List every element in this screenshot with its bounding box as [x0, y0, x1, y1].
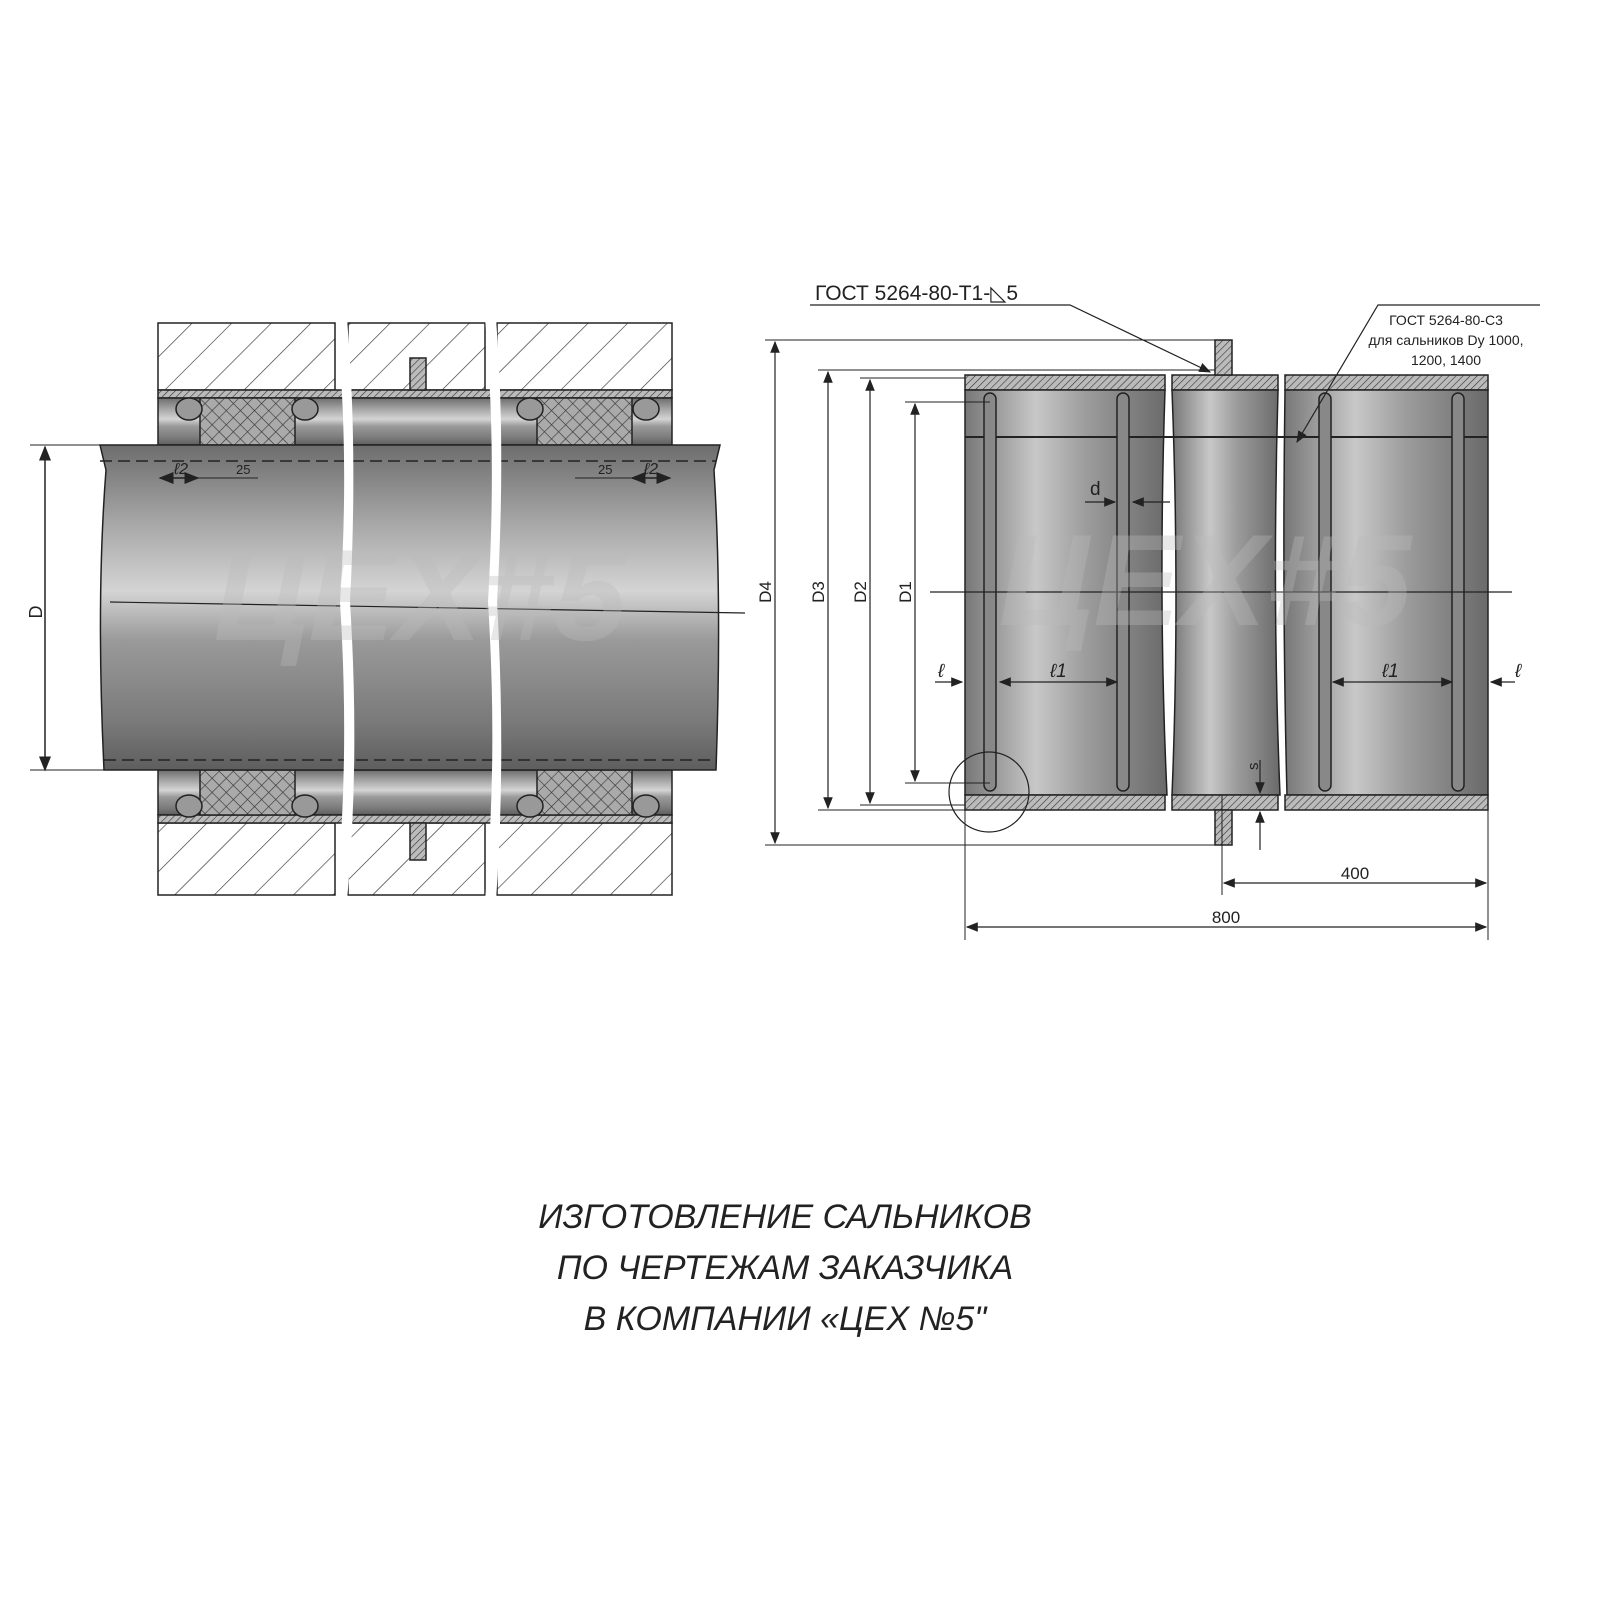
dim-s: s: [1245, 763, 1262, 771]
dim-25-left: 25: [236, 462, 250, 477]
dim-D1: D1: [896, 581, 915, 603]
right-gland-view: [765, 304, 1540, 940]
detail-circle: [948, 751, 1030, 833]
wall-bottom: [157, 822, 673, 896]
break-gaps: [336, 318, 502, 900]
dim-l1-left: ℓ1: [1049, 661, 1067, 682]
dim-l-left: ℓ: [937, 661, 945, 682]
dim-l2-left: ℓ2: [173, 461, 188, 478]
caption-line-3: В КОМПАНИИ «ЦЕХ №5": [583, 1300, 987, 1338]
dim-l-right: ℓ: [1514, 661, 1522, 682]
dim-400: 400: [1341, 864, 1369, 883]
left-assembly-view: [30, 318, 746, 900]
wall-top: [157, 322, 673, 391]
caption: ИЗГОТОВЛЕНИЕ САЛЬНИКОВ ПО ЧЕРТЕЖАМ ЗАКАЗ…: [0, 1192, 1570, 1345]
dim-D4: D4: [756, 581, 775, 603]
dim-l2-right: ℓ2: [643, 461, 658, 478]
weld-note-2-line3: 1200, 1400: [1411, 352, 1481, 368]
dim-25-right: 25: [598, 462, 612, 477]
dim-l1-right: ℓ1: [1381, 661, 1399, 682]
weld-note-1: ГОСТ 5264-80-Т1-◺5: [815, 282, 1018, 305]
svg-text:ЦЕХ#5: ЦЕХ#5: [214, 522, 628, 668]
packing: [175, 397, 660, 818]
dim-D3: D3: [809, 581, 828, 603]
weld-note-2-line2: для сальников Dy 1000,: [1368, 332, 1523, 348]
caption-line-1: ИЗГОТОВЛЕНИЕ САЛЬНИКОВ: [538, 1198, 1032, 1236]
svg-text:ЦЕХ#5: ЦЕХ#5: [999, 507, 1413, 653]
left-dimension-labels: D ℓ2 25 25 ℓ2: [26, 461, 658, 619]
dim-D: D: [26, 606, 46, 619]
dim-d: d: [1090, 479, 1101, 500]
dim-800: 800: [1212, 908, 1240, 927]
flange-bottom: [1214, 809, 1233, 846]
flange-top: [1214, 339, 1233, 376]
watermark-logo: ЦЕХ#5 ЦЕХ#5: [214, 507, 1413, 668]
dim-D2: D2: [851, 581, 870, 603]
caption-line-2: ПО ЧЕРТЕЖАМ ЗАКАЗЧИКА: [556, 1249, 1014, 1287]
weld-note-2-line1: ГОСТ 5264-80-С3: [1389, 312, 1503, 328]
right-labels: ГОСТ 5264-80-Т1-◺5 ГОСТ 5264-80-С3 для с…: [756, 282, 1524, 927]
